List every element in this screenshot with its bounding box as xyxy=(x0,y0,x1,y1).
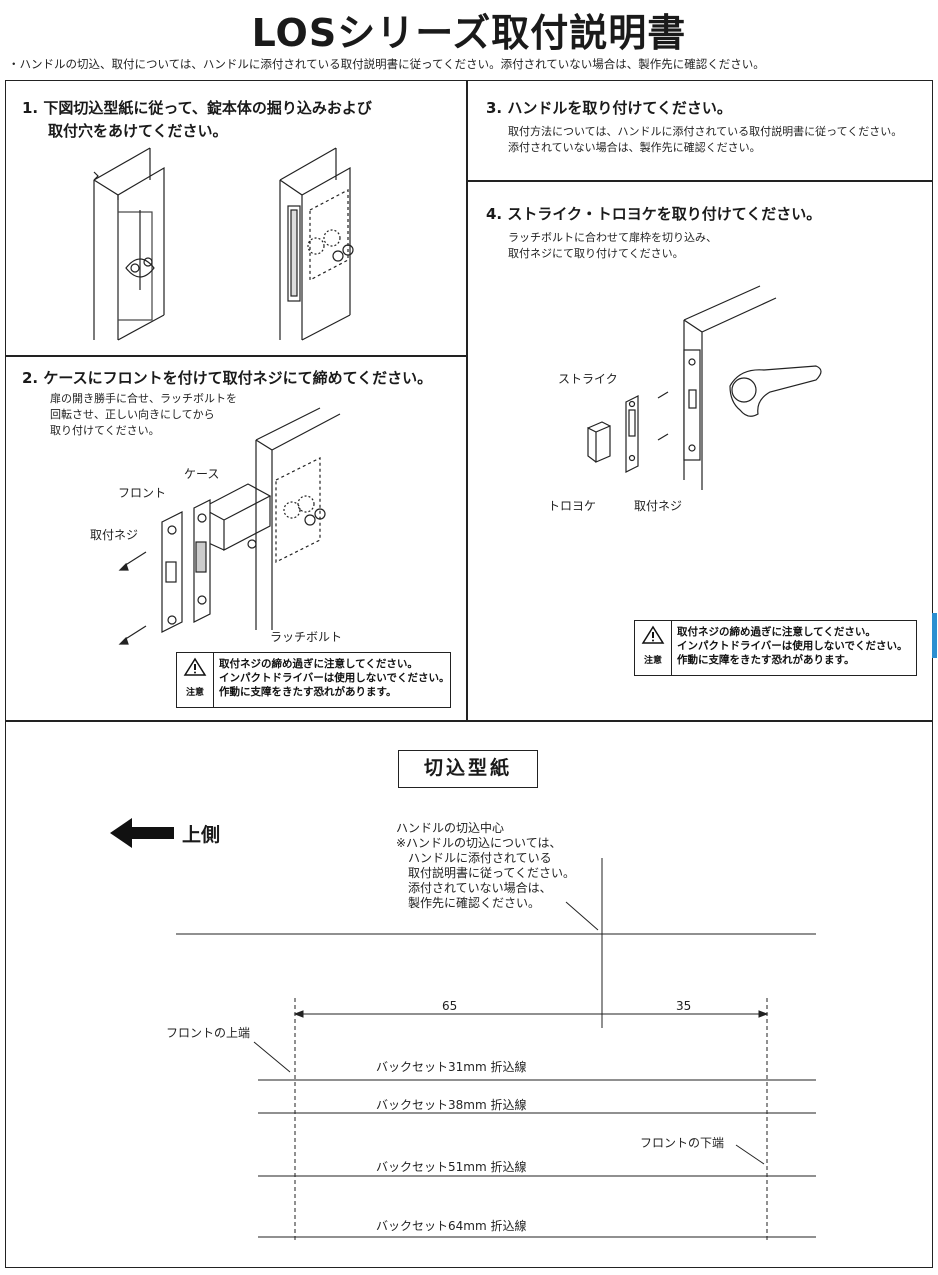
step2-body-l1: 扉の開き勝手に合せ、ラッチボルトを xyxy=(50,392,237,405)
column-divider xyxy=(466,80,468,720)
label-latch: ラッチボルト xyxy=(270,630,343,644)
step4-illustration xyxy=(587,285,822,490)
step1-illustration xyxy=(93,147,354,341)
step2-warning: 注意 取付ネジの締め過ぎに注意してください。 インパクトドライバーは使用しないで… xyxy=(176,652,451,708)
fold-line-64: バックセット64mm 折込線 xyxy=(376,1219,527,1233)
step2-body-l2: 回転させ、正しい向きにしてから xyxy=(50,408,215,421)
template-title: 切込型紙 xyxy=(398,750,538,788)
warning-caption: 注意 xyxy=(643,656,662,666)
page-title: LOSシリーズ取付説明書 xyxy=(251,11,687,55)
label-screw-4: 取付ネジ xyxy=(634,499,683,513)
warning-line-1: 取付ネジの締め過ぎに注意してください。 xyxy=(677,626,876,638)
warning-line-3: 作動に支障をきたす恐れがあります。 xyxy=(219,686,397,698)
step2-body-l3: 取り付けてください。 xyxy=(50,424,160,437)
label-case: ケース xyxy=(184,467,220,481)
step1-heading-cont: 取付穴をあけてください。 xyxy=(48,122,228,140)
warning-line-2: インパクトドライバーは使用しないでください。 xyxy=(677,640,908,652)
step1-heading: 1. 下図切込型紙に従って、錠本体の掘り込みおよび xyxy=(22,99,372,117)
step4-body-l1: ラッチボルトに合わせて扉枠を切り込み、 xyxy=(508,231,717,244)
dim-65: 65 xyxy=(442,999,458,1013)
warning-line-2: インパクトドライバーは使用しないでください。 xyxy=(219,672,450,684)
label-guard: トロヨケ xyxy=(548,499,597,513)
front-bottom-label: フロントの下端 xyxy=(640,1136,725,1150)
fold-line-51: バックセット51mm 折込線 xyxy=(376,1160,527,1174)
warning-icon: 注意 xyxy=(635,621,672,675)
intro-note: ・ハンドルの切込、取付については、ハンドルに添付されている取付説明書に従ってくだ… xyxy=(8,57,765,71)
step4-heading: 4. ストライク・トロヨケを取り付けてください。 xyxy=(486,205,822,223)
step3-body-l2: 添付されていない場合は、製作先に確認ください。 xyxy=(508,141,761,154)
row-divider-right xyxy=(466,180,933,182)
row-divider-left xyxy=(5,355,466,357)
step4-body-l2: 取付ネジにて取り付けてください。 xyxy=(508,247,684,260)
instruction-frame xyxy=(5,80,933,1268)
edge-tab xyxy=(932,613,937,658)
warning-text: 取付ネジの締め過ぎに注意してください。 インパクトドライバーは使用しないでくださ… xyxy=(677,625,907,667)
front-top-label: フロントの上端 xyxy=(166,1026,251,1040)
warning-line-3: 作動に支障をきたす恐れがあります。 xyxy=(677,654,855,666)
warning-text: 取付ネジの締め過ぎに注意してください。 インパクトドライバーは使用しないでくださ… xyxy=(219,657,449,699)
template-divider xyxy=(5,720,933,722)
step4-warning: 注意 取付ネジの締め過ぎに注意してください。 インパクトドライバーは使用しないで… xyxy=(634,620,917,676)
step2-illustration xyxy=(118,407,341,645)
step2-heading: 2. ケースにフロントを付けて取付ネジにて締めてください。 xyxy=(22,369,433,387)
center-note: ハンドルの切込中心 ※ハンドルの切込については、 ハンドルに添付されている 取付… xyxy=(396,821,576,910)
label-strike: ストライク xyxy=(558,372,618,386)
fold-line-31: バックセット31mm 折込線 xyxy=(376,1060,527,1074)
up-side-label: 上側 xyxy=(182,824,221,846)
fold-line-38: バックセット38mm 折込線 xyxy=(376,1098,527,1112)
warning-icon: 注意 xyxy=(177,653,214,707)
warning-caption: 注意 xyxy=(185,688,204,698)
step3-body-l1: 取付方法については、ハンドルに添付されている取付説明書に従ってください。 xyxy=(508,125,903,138)
dim-35: 35 xyxy=(676,999,692,1013)
step3-heading: 3. ハンドルを取り付けてください。 xyxy=(486,99,732,117)
label-front: フロント xyxy=(118,486,167,500)
label-screw: 取付ネジ xyxy=(90,528,139,542)
warning-line-1: 取付ネジの締め過ぎに注意してください。 xyxy=(219,658,418,670)
up-arrow-icon xyxy=(110,818,174,848)
